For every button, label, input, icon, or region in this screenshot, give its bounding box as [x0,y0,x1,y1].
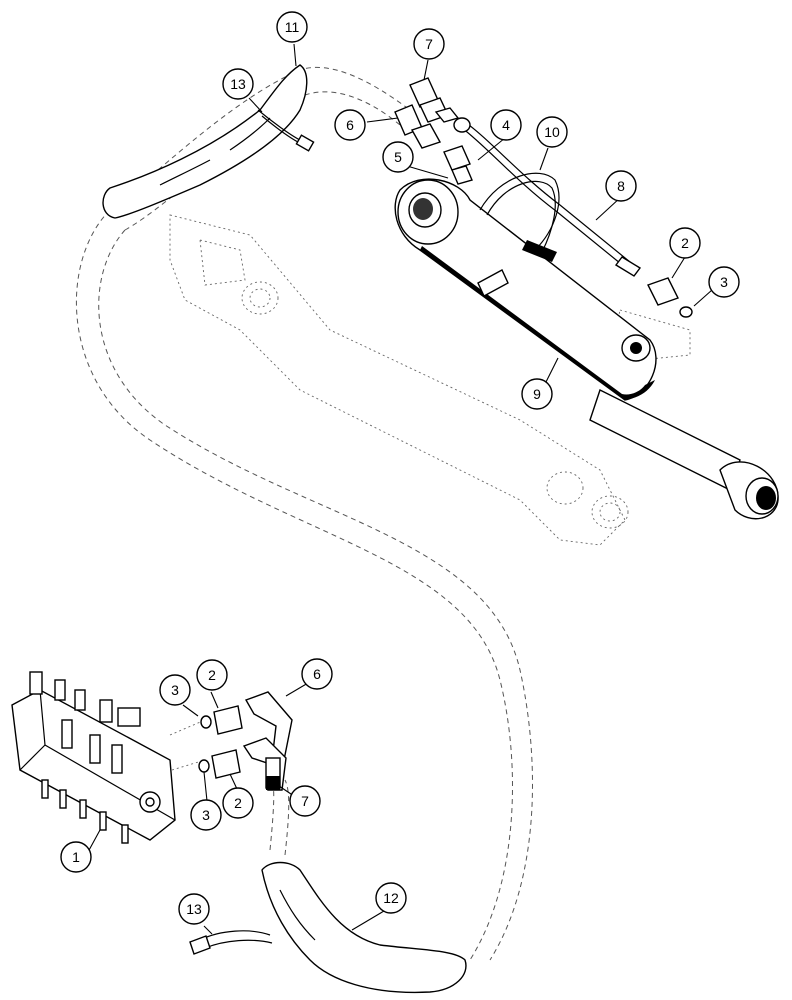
svg-text:2: 2 [234,795,242,811]
svg-text:12: 12 [383,890,399,906]
svg-text:4: 4 [502,117,510,133]
callout-7-top: 7 [413,28,445,60]
svg-text:8: 8 [617,178,625,194]
callout-6-top: 6 [334,109,366,141]
fitting-2-right [647,277,693,318]
callout-1: 1 [60,841,92,873]
svg-text:6: 6 [346,117,354,133]
fitting-4-5 [443,117,473,185]
svg-text:6: 6 [313,666,321,682]
hose-sleeve-lower [261,861,467,994]
svg-text:11: 11 [285,19,300,35]
callout-2-top: 2 [669,227,701,259]
callout-5: 5 [382,141,414,173]
lower-fittings [198,691,293,791]
svg-text:5: 5 [394,149,402,165]
svg-text:3: 3 [202,807,210,823]
callout-3-bottom-lower: 3 [190,799,222,831]
callout-13-top: 13 [222,68,254,100]
callout-13-bottom: 13 [178,893,210,925]
callout-9: 9 [521,378,553,410]
callout-8: 8 [605,170,637,202]
svg-text:7: 7 [425,36,433,52]
steel-tube [461,121,642,277]
svg-text:2: 2 [681,235,689,251]
callout-12: 12 [375,882,407,914]
leader-lines [87,43,713,935]
hose-strap-lower [189,930,273,955]
callout-4: 4 [490,109,522,141]
boom-arm-outline [169,214,691,546]
fitting-7-top [409,77,460,123]
hose-strap-upper [257,109,315,152]
svg-text:13: 13 [186,901,202,917]
control-valve [11,671,206,844]
callout-6-bottom: 6 [301,658,333,690]
callout-3-top: 3 [708,266,740,298]
callout-2-bottom-upper: 2 [196,659,228,691]
svg-text:7: 7 [301,793,309,809]
svg-text:2: 2 [208,667,216,683]
svg-text:3: 3 [171,682,179,698]
callout-10: 10 [536,116,568,148]
callout-11: 11 [276,11,308,43]
svg-text:9: 9 [533,386,541,402]
callout-2-bottom-lower: 2 [222,787,254,819]
fitting-6-top [394,104,442,149]
callout-3-bottom-upper: 3 [159,674,191,706]
svg-text:1: 1 [72,849,80,865]
svg-text:3: 3 [720,274,728,290]
callout-7-bottom: 7 [289,785,321,817]
svg-text:13: 13 [230,76,246,92]
svg-text:10: 10 [544,124,560,140]
hose-routing-outline [75,66,533,961]
hose-sleeve-upper [102,64,308,219]
hydraulic-cylinder [394,178,779,520]
hose-clamp [479,172,560,262]
